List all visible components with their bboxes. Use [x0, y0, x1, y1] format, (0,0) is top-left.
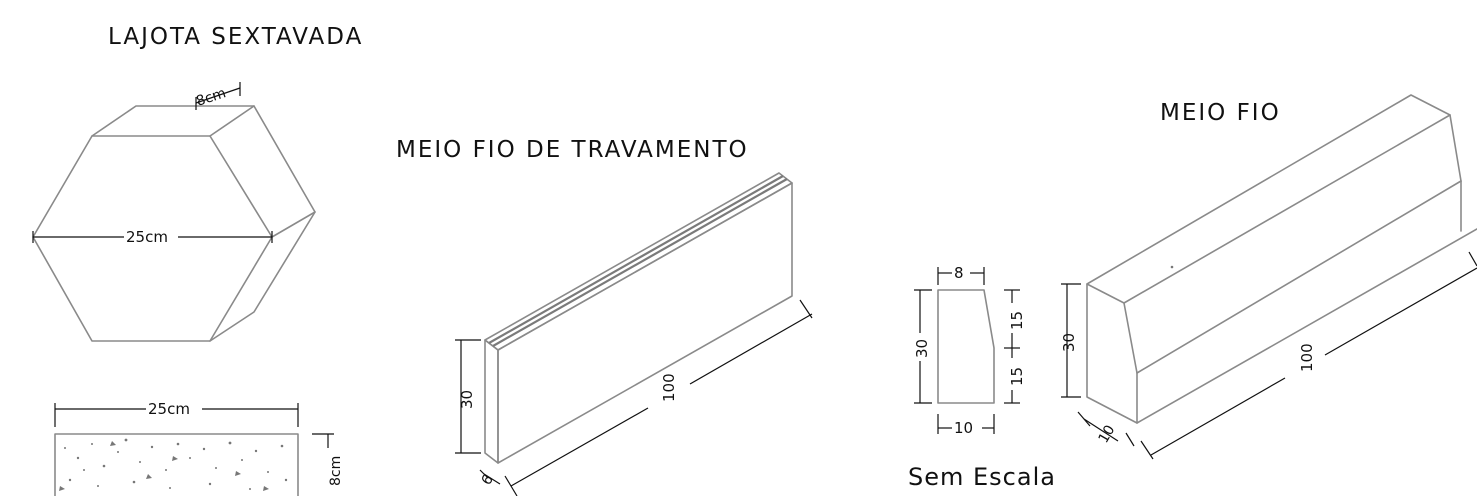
curb-end-face — [1086, 283, 1138, 424]
locking-depth-label: 6 — [479, 472, 497, 488]
locking-end-face — [484, 339, 499, 464]
locking-height-dimension: 30 — [455, 339, 481, 454]
paver-side-view — [54, 433, 299, 496]
curb-depth-dimension: 10 — [1077, 411, 1135, 447]
profile-bottom-label: 10 — [954, 419, 973, 437]
locking-length-label: 100 — [660, 373, 678, 402]
hexagon-top-face — [91, 105, 255, 137]
paver-height-dimension: 8cm — [312, 433, 344, 486]
locking-groove-line-1 — [488, 175, 784, 344]
curb-bevel-line — [1136, 180, 1462, 374]
paver-height-label: 8cm — [328, 456, 344, 486]
locking-depth-dimension: 6 — [479, 469, 501, 488]
profile-upper-label: 15 — [1008, 311, 1026, 330]
curb-isometric-drawing — [1086, 94, 1477, 424]
curb-length-dimension: 100 — [1140, 251, 1477, 460]
profile-top-label: 8 — [954, 264, 964, 282]
title-hexagon: LAJOTA SEXTAVADA — [108, 24, 363, 50]
locking-front-face — [497, 182, 793, 464]
hex-width-label: 25cm — [126, 228, 168, 246]
curb-profile-drawing — [937, 289, 995, 404]
paver-width-label: 25cm — [148, 400, 190, 418]
curb-height-label: 30 — [1060, 333, 1078, 352]
hexagon-side-face — [209, 105, 316, 342]
curb-top-face — [1086, 94, 1451, 304]
scale-note: Sem Escala — [908, 463, 1056, 491]
profile-height-label: 30 — [913, 339, 931, 358]
locking-height-label: 30 — [458, 390, 476, 409]
locking-length-dimension: 100 — [504, 299, 813, 496]
curb-far-bevel-edge — [1449, 114, 1462, 182]
curb-length-label: 100 — [1298, 343, 1316, 372]
curb-height-dimension: 30 — [1060, 283, 1081, 398]
paver-width-dimension: 25cm — [54, 400, 299, 427]
title-curb: MEIO FIO — [1160, 100, 1281, 126]
title-locking-curb: MEIO FIO DE TRAVAMENTO — [396, 137, 749, 163]
locking-groove-line-2 — [492, 178, 788, 347]
profile-upper-dimension: 15 — [1004, 289, 1026, 349]
hex-width-dimension: 25cm — [32, 228, 273, 246]
hexagon-paver-drawing — [32, 105, 316, 342]
profile-bottom-dimension: 10 — [937, 414, 995, 437]
paver-side-rect — [54, 433, 299, 496]
profile-lower-dimension: 15 — [1004, 348, 1026, 404]
curb-profile-shape — [937, 289, 995, 404]
locking-curb-drawing — [484, 172, 793, 464]
curb-face-outline — [1123, 228, 1477, 424]
hexagon-side-edge — [271, 211, 316, 238]
profile-lower-label: 15 — [1008, 367, 1026, 386]
curb-mark-dot — [1170, 265, 1174, 269]
profile-top-dimension: 8 — [937, 264, 985, 285]
paver-texture — [59, 438, 288, 491]
profile-height-dimension: 30 — [913, 289, 932, 404]
curb-depth-label: 10 — [1096, 423, 1119, 446]
